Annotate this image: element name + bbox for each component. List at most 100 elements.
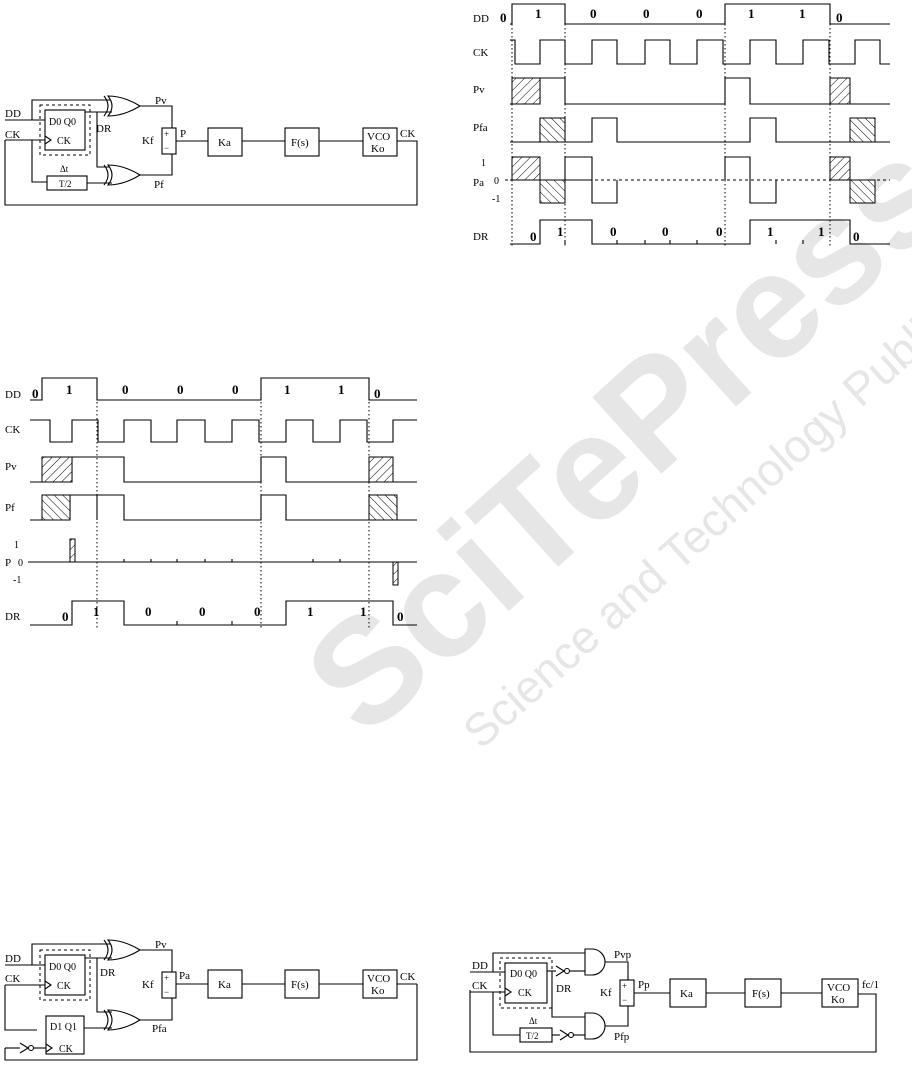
ff-group-outline [39,949,91,1001]
pv-label: Pv [155,95,167,107]
pfp-label: Pfp [614,1031,630,1043]
block-diagram-2: D0 Q0 CK DD CK DR Pv D1 Q1 CK Pfa + − Kf… [4,939,418,1061]
hatched-region [69,538,76,563]
q0-down-wire [96,958,112,1013]
dd-to-xor-wire [31,99,110,120]
pa-pulse-neg [749,180,777,204]
clock-triangle-icon [44,980,52,990]
ck-in-label: CK [5,973,20,985]
ff-group-outline [39,104,91,156]
timing-diagram-1: DD CK Pv Pfa Pa DR 1 0 -1 0 1 0 0 0 1 1 … [473,3,890,248]
pa-pulse-pos [564,156,593,180]
plus-sign: + [164,973,169,983]
p-level-1: 1 [14,540,19,551]
signal-label-p: P [5,557,11,569]
ff-group-outline [499,957,553,1009]
dr-bit: 1 [93,604,100,619]
xor-gate-top-icon [106,95,142,117]
fs-label: F(s) [291,979,309,991]
pvp-label: Pvp [614,949,632,961]
dd-to-xor-wire [31,943,110,965]
hatched-region [511,77,541,105]
ff-ck-label: CK [57,136,72,147]
dd-bit: 0 [32,386,39,401]
dr-bit: 0 [145,604,152,619]
hatched-region [539,117,566,143]
signal-label-pa: Pa [473,177,484,189]
watermark: SciTePress Science and Technology Public… [274,106,912,765]
dr-bit: 0 [853,229,860,244]
ff-ck-label: CK [518,988,533,999]
signal-label-dd: DD [473,13,489,25]
dd-bit: 0 [836,10,843,25]
signal-label-dr: DR [473,231,489,243]
ff-ck-label: CK [57,981,72,992]
block-diagram-3: D0 Q0 CK DD CK DR Pvp T/2 Δt Pfp + − Kf … [469,948,879,1053]
dd-bit: 1 [338,382,345,397]
dd-bit: 1 [535,6,542,21]
dr-label: DR [100,967,116,979]
ck-in-label: CK [472,980,487,992]
ka-label: Ka [218,137,231,149]
vco-block [362,969,398,999]
dr-bit: 0 [610,224,617,239]
dr-bit: 1 [307,604,314,619]
ko-label: Ko [831,994,845,1006]
delay-dt-label: Δt [529,1016,538,1026]
inverter-top-bubble [563,967,571,975]
inverter-bottom-bubble [567,1031,575,1039]
inverter-bubble [27,1044,35,1052]
ff2-label: D1 Q1 [50,1022,77,1033]
flip-flop-d0 [44,109,86,151]
clock-triangle-2-icon [45,1043,53,1053]
xor-gate-top-arc [103,939,109,961]
pv-wire [140,949,173,972]
ck-down-wire [492,992,520,1036]
pvp-wire [605,961,629,980]
vco-block [362,127,398,157]
signal-label-dd: DD [5,389,21,401]
dd-bit: 0 [374,386,381,401]
hatched-region [829,156,851,181]
xor-gate-bottom-icon [106,164,142,186]
dd-bit: 0 [590,6,597,21]
feedback-wire [4,984,418,1061]
inverter-icon [19,1042,30,1054]
plus-sign: + [622,981,627,991]
fs-block [284,969,320,999]
kf-label: Kf [600,987,612,999]
dd-to-and-wire [492,952,585,972]
dr-bit: 0 [662,224,669,239]
dr-bit: 1 [360,604,367,619]
p-label: P [180,128,186,140]
pv-waveform [30,456,417,483]
p-level-m1: -1 [13,575,21,586]
dr-bits: 0 1 0 0 0 1 1 0 [62,604,404,624]
pa-pulse-neg [591,180,618,204]
vco-block [821,978,859,1008]
dd-bit: 0 [122,382,129,397]
hatched-region [511,156,541,181]
timing2-waveforms [28,377,417,628]
block-diagram-1: D0 Q0 CK DD CK DR Pv T/2 Δt Pf + − Kf P … [4,95,418,206]
kf-summer [161,971,177,999]
dd-bit: 1 [799,6,806,21]
feedback-wire [4,140,418,206]
vco-label: VCO [827,982,850,994]
hatched-region [539,179,566,204]
signal-label-dr: DR [5,611,21,623]
dr-bit: 1 [557,224,564,239]
dr-label: DR [556,983,572,995]
dd-label: DD [5,953,21,965]
ck-waveform [30,419,417,443]
dd-bit: 0 [177,382,184,397]
dr-bit: 1 [767,224,774,239]
dd-label: DD [5,108,21,120]
timing1-waveforms [505,3,890,248]
pp-label: Pp [638,979,650,991]
clock-triangle-icon [44,135,52,145]
fs-label: F(s) [752,988,770,1000]
delay-t2-label: T/2 [526,1031,539,1041]
and-gate-bottom-icon [584,1012,606,1040]
